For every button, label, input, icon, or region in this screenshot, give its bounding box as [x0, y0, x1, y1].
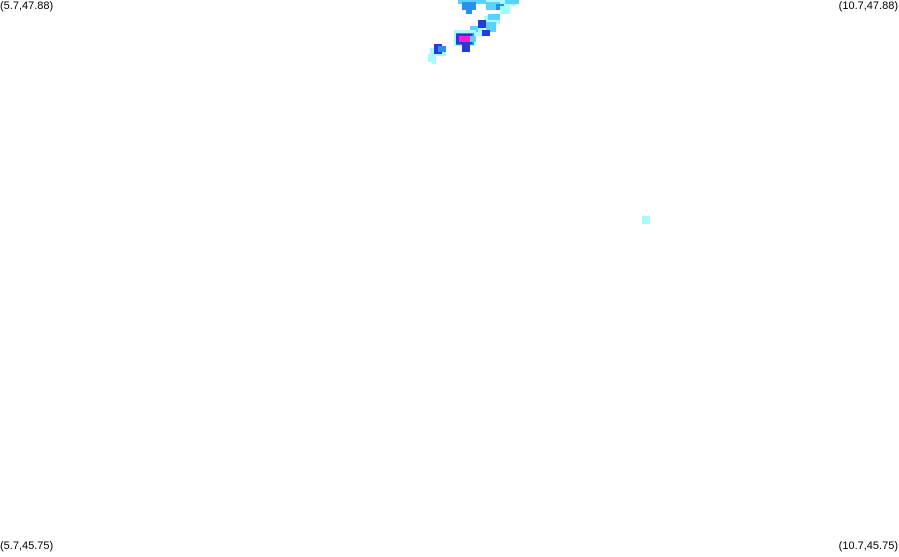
precip-cell-medium: [462, 2, 476, 10]
precip-cell-peak: [459, 36, 471, 42]
precip-cell-light: [470, 26, 478, 32]
precip-cell-very-light: [486, 0, 516, 6]
precip-cell-light: [505, 0, 519, 4]
precip-cell-strong: [478, 20, 486, 28]
precip-cell-very-light: [642, 216, 650, 224]
precip-cell-very-light: [476, 28, 484, 36]
precip-cell-strong: [482, 30, 490, 36]
precip-cell-medium: [466, 8, 472, 14]
precip-cell-light: [486, 22, 496, 32]
corner-coordinate-top-left: (5.7,47.88): [0, 0, 54, 12]
precipitation-cells: [428, 0, 650, 224]
corner-coordinate-top-right: (10.7,47.88): [838, 0, 898, 12]
corner-coordinate-bottom-left: (5.7,45.75): [0, 540, 54, 552]
precip-cell-light: [488, 14, 500, 20]
precip-cell-very-light: [432, 58, 436, 64]
corner-coordinate-bottom-right: (10.7,45.75): [838, 540, 898, 552]
precip-cell-very-light: [500, 6, 510, 14]
precip-cell-light: [486, 2, 500, 10]
precip-cell-strong: [462, 44, 470, 52]
precip-cell-medium: [438, 46, 446, 52]
precip-cell-light: [470, 36, 476, 42]
